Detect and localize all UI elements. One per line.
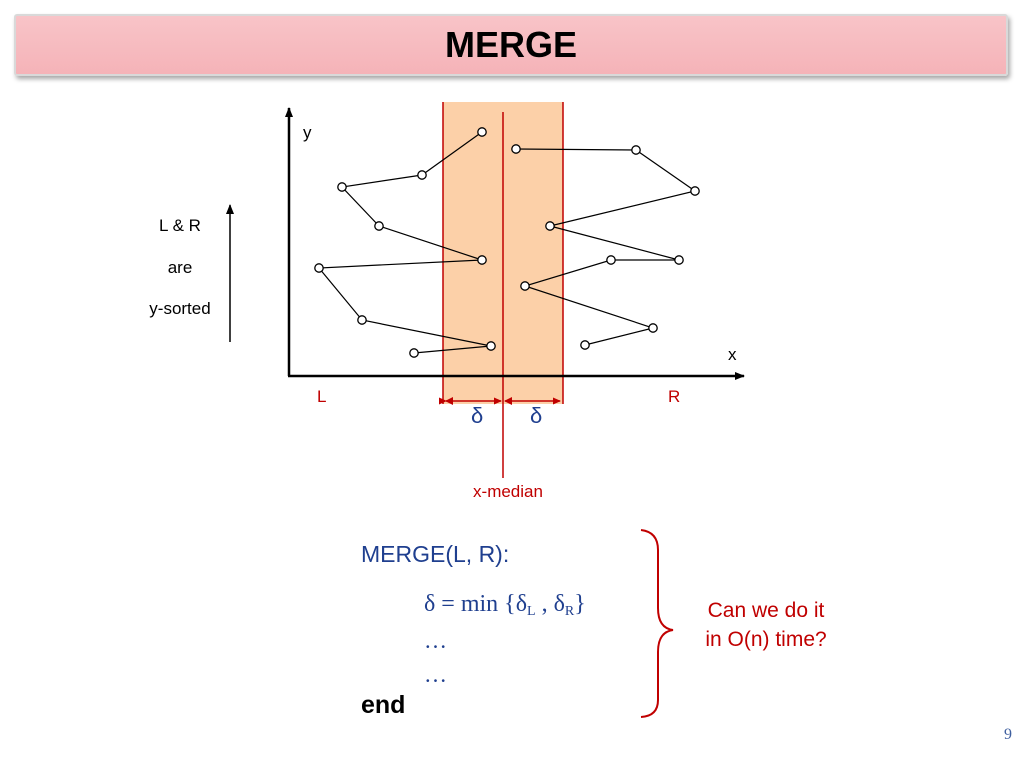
delta-left-arrowhead — [445, 397, 453, 405]
left-set-label: L — [317, 387, 326, 406]
slide-title: MERGE — [444, 24, 577, 65]
y-sorted-arrowhead — [226, 204, 234, 214]
left-points — [314, 127, 496, 358]
point — [314, 263, 324, 273]
point — [417, 170, 427, 180]
delta-left-label: δ — [471, 403, 483, 428]
point — [520, 281, 530, 291]
pseudocode-ellipsis-2: … — [424, 662, 447, 687]
pseudocode-line-min: δ = min {δL , δR} — [424, 591, 586, 620]
point — [648, 323, 658, 333]
point — [477, 127, 487, 137]
min-separator: , — [535, 591, 554, 617]
point — [477, 255, 487, 265]
point — [374, 221, 384, 231]
delta-right-label: δ — [530, 403, 542, 428]
point — [631, 145, 641, 155]
y-axis-label: y — [303, 123, 312, 142]
point — [606, 255, 616, 265]
point — [337, 182, 347, 192]
min-prefix: δ = min { — [424, 591, 516, 617]
delta-right-arrowhead — [504, 397, 512, 405]
pseudocode-ellipsis-1: … — [424, 628, 447, 653]
point — [545, 221, 555, 231]
sorted-note-line2: are — [168, 258, 193, 277]
delta-l-subscript: L — [527, 604, 536, 619]
pseudocode-end: end — [361, 691, 406, 719]
curly-brace — [640, 529, 674, 718]
question-line-2: in O(n) time? — [705, 628, 827, 651]
x-median-label: x-median — [473, 482, 543, 501]
point — [580, 340, 590, 350]
pseudocode-header: MERGE(L, R): — [361, 541, 510, 567]
x-axis-label: x — [728, 345, 737, 364]
question-line-1: Can we do it — [707, 599, 825, 622]
right-set-label: R — [668, 387, 680, 406]
point — [511, 144, 521, 154]
point — [357, 315, 367, 325]
slide-title-bar: MERGE — [14, 14, 1008, 76]
point — [409, 348, 419, 358]
complexity-question: Can we do it in O(n) time? — [668, 596, 864, 654]
point — [674, 255, 684, 265]
right-points — [511, 144, 700, 350]
sorted-note-line3: y-sorted — [149, 299, 210, 318]
point — [690, 186, 700, 196]
delta-r-symbol: δ — [553, 591, 565, 617]
min-suffix: } — [574, 591, 586, 617]
point — [486, 341, 496, 351]
sorted-note-line1: L & R — [159, 216, 201, 235]
delta-r-subscript: R — [564, 604, 575, 619]
page-number: 9 — [1004, 726, 1012, 743]
delta-l-symbol: δ — [515, 591, 528, 617]
